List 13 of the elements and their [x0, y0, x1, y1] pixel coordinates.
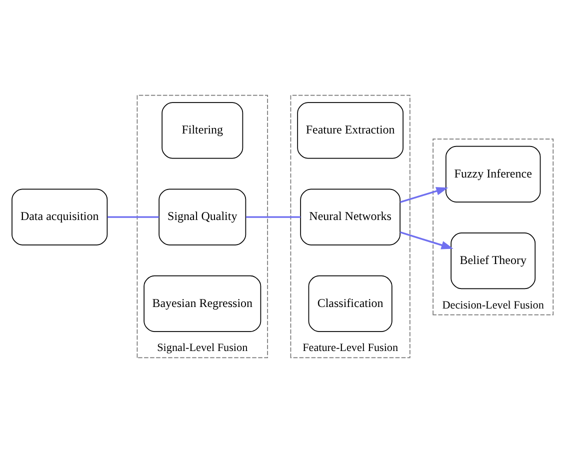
- node-box: Fuzzy Inference: [446, 146, 541, 202]
- node-box: Feature Extraction: [297, 102, 404, 159]
- arrow: [400, 231, 454, 250]
- node-box: Neural Networks: [300, 188, 400, 246]
- arrow: [400, 187, 448, 203]
- node-box: Belief Theory: [450, 232, 536, 290]
- node-box: Filtering: [162, 102, 244, 159]
- node-box: Data acquisition: [12, 188, 108, 246]
- node-box: Signal Quality: [158, 188, 246, 246]
- connector: [107, 216, 160, 218]
- node-box: Bayesian Regression: [144, 275, 262, 332]
- node-box: Classification: [308, 275, 392, 332]
- connector: [246, 216, 301, 218]
